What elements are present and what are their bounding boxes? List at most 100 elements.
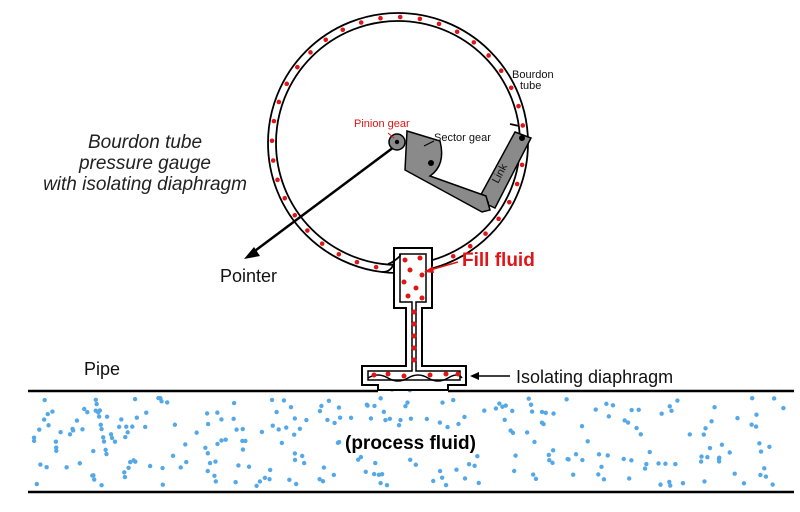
- fluid-dot: [108, 432, 114, 437]
- fluid-dot: [593, 407, 598, 412]
- fluid-dot: [417, 16, 423, 22]
- fluid-dot: [547, 458, 552, 463]
- fluid-dot: [287, 477, 292, 483]
- fluid-dot: [610, 403, 616, 408]
- fluid-dot: [606, 414, 612, 419]
- fluid-dot: [158, 396, 163, 401]
- pinion-gear-leader: [387, 132, 395, 139]
- fluid-dot: [384, 482, 390, 488]
- fluid-dot: [564, 397, 569, 402]
- fluid-dot: [604, 401, 609, 407]
- fill-fluid-label: Fill fluid: [462, 250, 535, 271]
- fluid-dot: [573, 452, 579, 457]
- fluid-dot: [219, 417, 224, 422]
- fluid-dot: [675, 398, 680, 403]
- fluid-dot: [413, 285, 419, 291]
- fluid-dot: [323, 37, 329, 43]
- fluid-dot: [50, 409, 55, 414]
- fluid-dot: [436, 21, 442, 27]
- fluid-dot: [46, 423, 51, 428]
- fluid-dot: [336, 251, 342, 257]
- fluid-dot: [240, 447, 246, 452]
- fluid-dot: [131, 458, 136, 463]
- fluid-dot: [758, 472, 763, 478]
- fluid-dot: [281, 398, 287, 403]
- fluid-dot: [407, 267, 413, 273]
- fluid-dot: [431, 478, 436, 484]
- fluid-dot: [543, 410, 548, 416]
- fluid-dot: [257, 479, 263, 484]
- fluid-dot: [321, 465, 327, 470]
- fluid-dot: [551, 411, 556, 416]
- fluid-dot: [130, 424, 135, 429]
- diagram-title-line-1: Bourdon tube: [88, 132, 202, 153]
- fluid-dot: [82, 406, 87, 412]
- fluid-dot: [38, 462, 43, 467]
- fluid-dot: [403, 403, 408, 409]
- fluid-dot: [53, 439, 59, 444]
- fluid-dot: [275, 177, 280, 183]
- fluid-dot: [373, 264, 379, 270]
- fluid-dot: [622, 418, 627, 423]
- process-fluid-dots: [31, 380, 786, 489]
- fluid-dot: [703, 426, 708, 431]
- fluid-dot: [299, 453, 305, 459]
- fluid-dot: [45, 411, 50, 417]
- fluid-dot: [579, 423, 585, 429]
- fluid-dot: [37, 427, 42, 432]
- fluid-dot: [64, 465, 69, 470]
- fluid-dot: [701, 432, 706, 437]
- fluid-dot: [408, 457, 413, 463]
- fluid-dot: [372, 403, 377, 409]
- fluid-dot: [749, 395, 755, 401]
- fluid-dot: [305, 228, 310, 233]
- fluid-dot: [381, 409, 387, 414]
- fluid-dot: [401, 373, 407, 379]
- fluid-dot: [103, 447, 108, 453]
- fluid-dot: [304, 417, 309, 423]
- fluid-dot: [528, 402, 534, 407]
- fluid-dot: [467, 243, 473, 249]
- pipe-label: Pipe: [84, 359, 120, 379]
- fluid-dot: [336, 439, 342, 445]
- fluid-dot: [749, 422, 754, 427]
- fluid-dot: [411, 333, 417, 339]
- fluid-dot: [215, 410, 220, 415]
- fluid-dot: [292, 212, 298, 218]
- fluid-dot: [267, 476, 272, 482]
- fluid-dot: [207, 460, 213, 466]
- fluid-dot: [165, 400, 170, 405]
- fluid-dot: [417, 255, 423, 261]
- fluid-dot: [112, 439, 118, 444]
- fluid-dot: [279, 440, 285, 446]
- bourdon-tube-fill-dots: [269, 14, 527, 270]
- fluid-dot: [541, 421, 546, 427]
- fluid-dot: [67, 432, 73, 437]
- fluid-dot: [621, 456, 626, 462]
- isolating-diaphragm: [367, 374, 463, 382]
- fluid-dot: [456, 421, 461, 427]
- fluid-dot: [85, 410, 90, 415]
- fluid-dot: [77, 461, 83, 466]
- fluid-dot: [213, 479, 219, 484]
- fluid-dot: [699, 454, 704, 459]
- fill-fluid-dots: [371, 255, 461, 379]
- fluid-dot: [570, 472, 576, 477]
- fluid-dot: [599, 464, 604, 470]
- fluid-dot: [402, 257, 408, 263]
- fluid-dot: [532, 439, 537, 445]
- fluid-dot: [212, 473, 217, 479]
- fluid-dot: [462, 414, 467, 420]
- bourdon-tube-end: [509, 123, 520, 127]
- fluid-dot: [387, 416, 393, 421]
- fluid-dot: [472, 463, 477, 469]
- fluid-dot: [629, 407, 634, 413]
- diagram-title-line-3: with isolating diaphragm: [43, 174, 247, 195]
- fluid-dot: [580, 457, 585, 463]
- fluid-dot: [355, 457, 361, 462]
- fluid-dot: [144, 410, 149, 415]
- fluid-dot: [205, 421, 211, 427]
- fluid-dot: [371, 471, 377, 477]
- fluid-dot: [284, 425, 289, 430]
- fluid-dot: [539, 409, 545, 415]
